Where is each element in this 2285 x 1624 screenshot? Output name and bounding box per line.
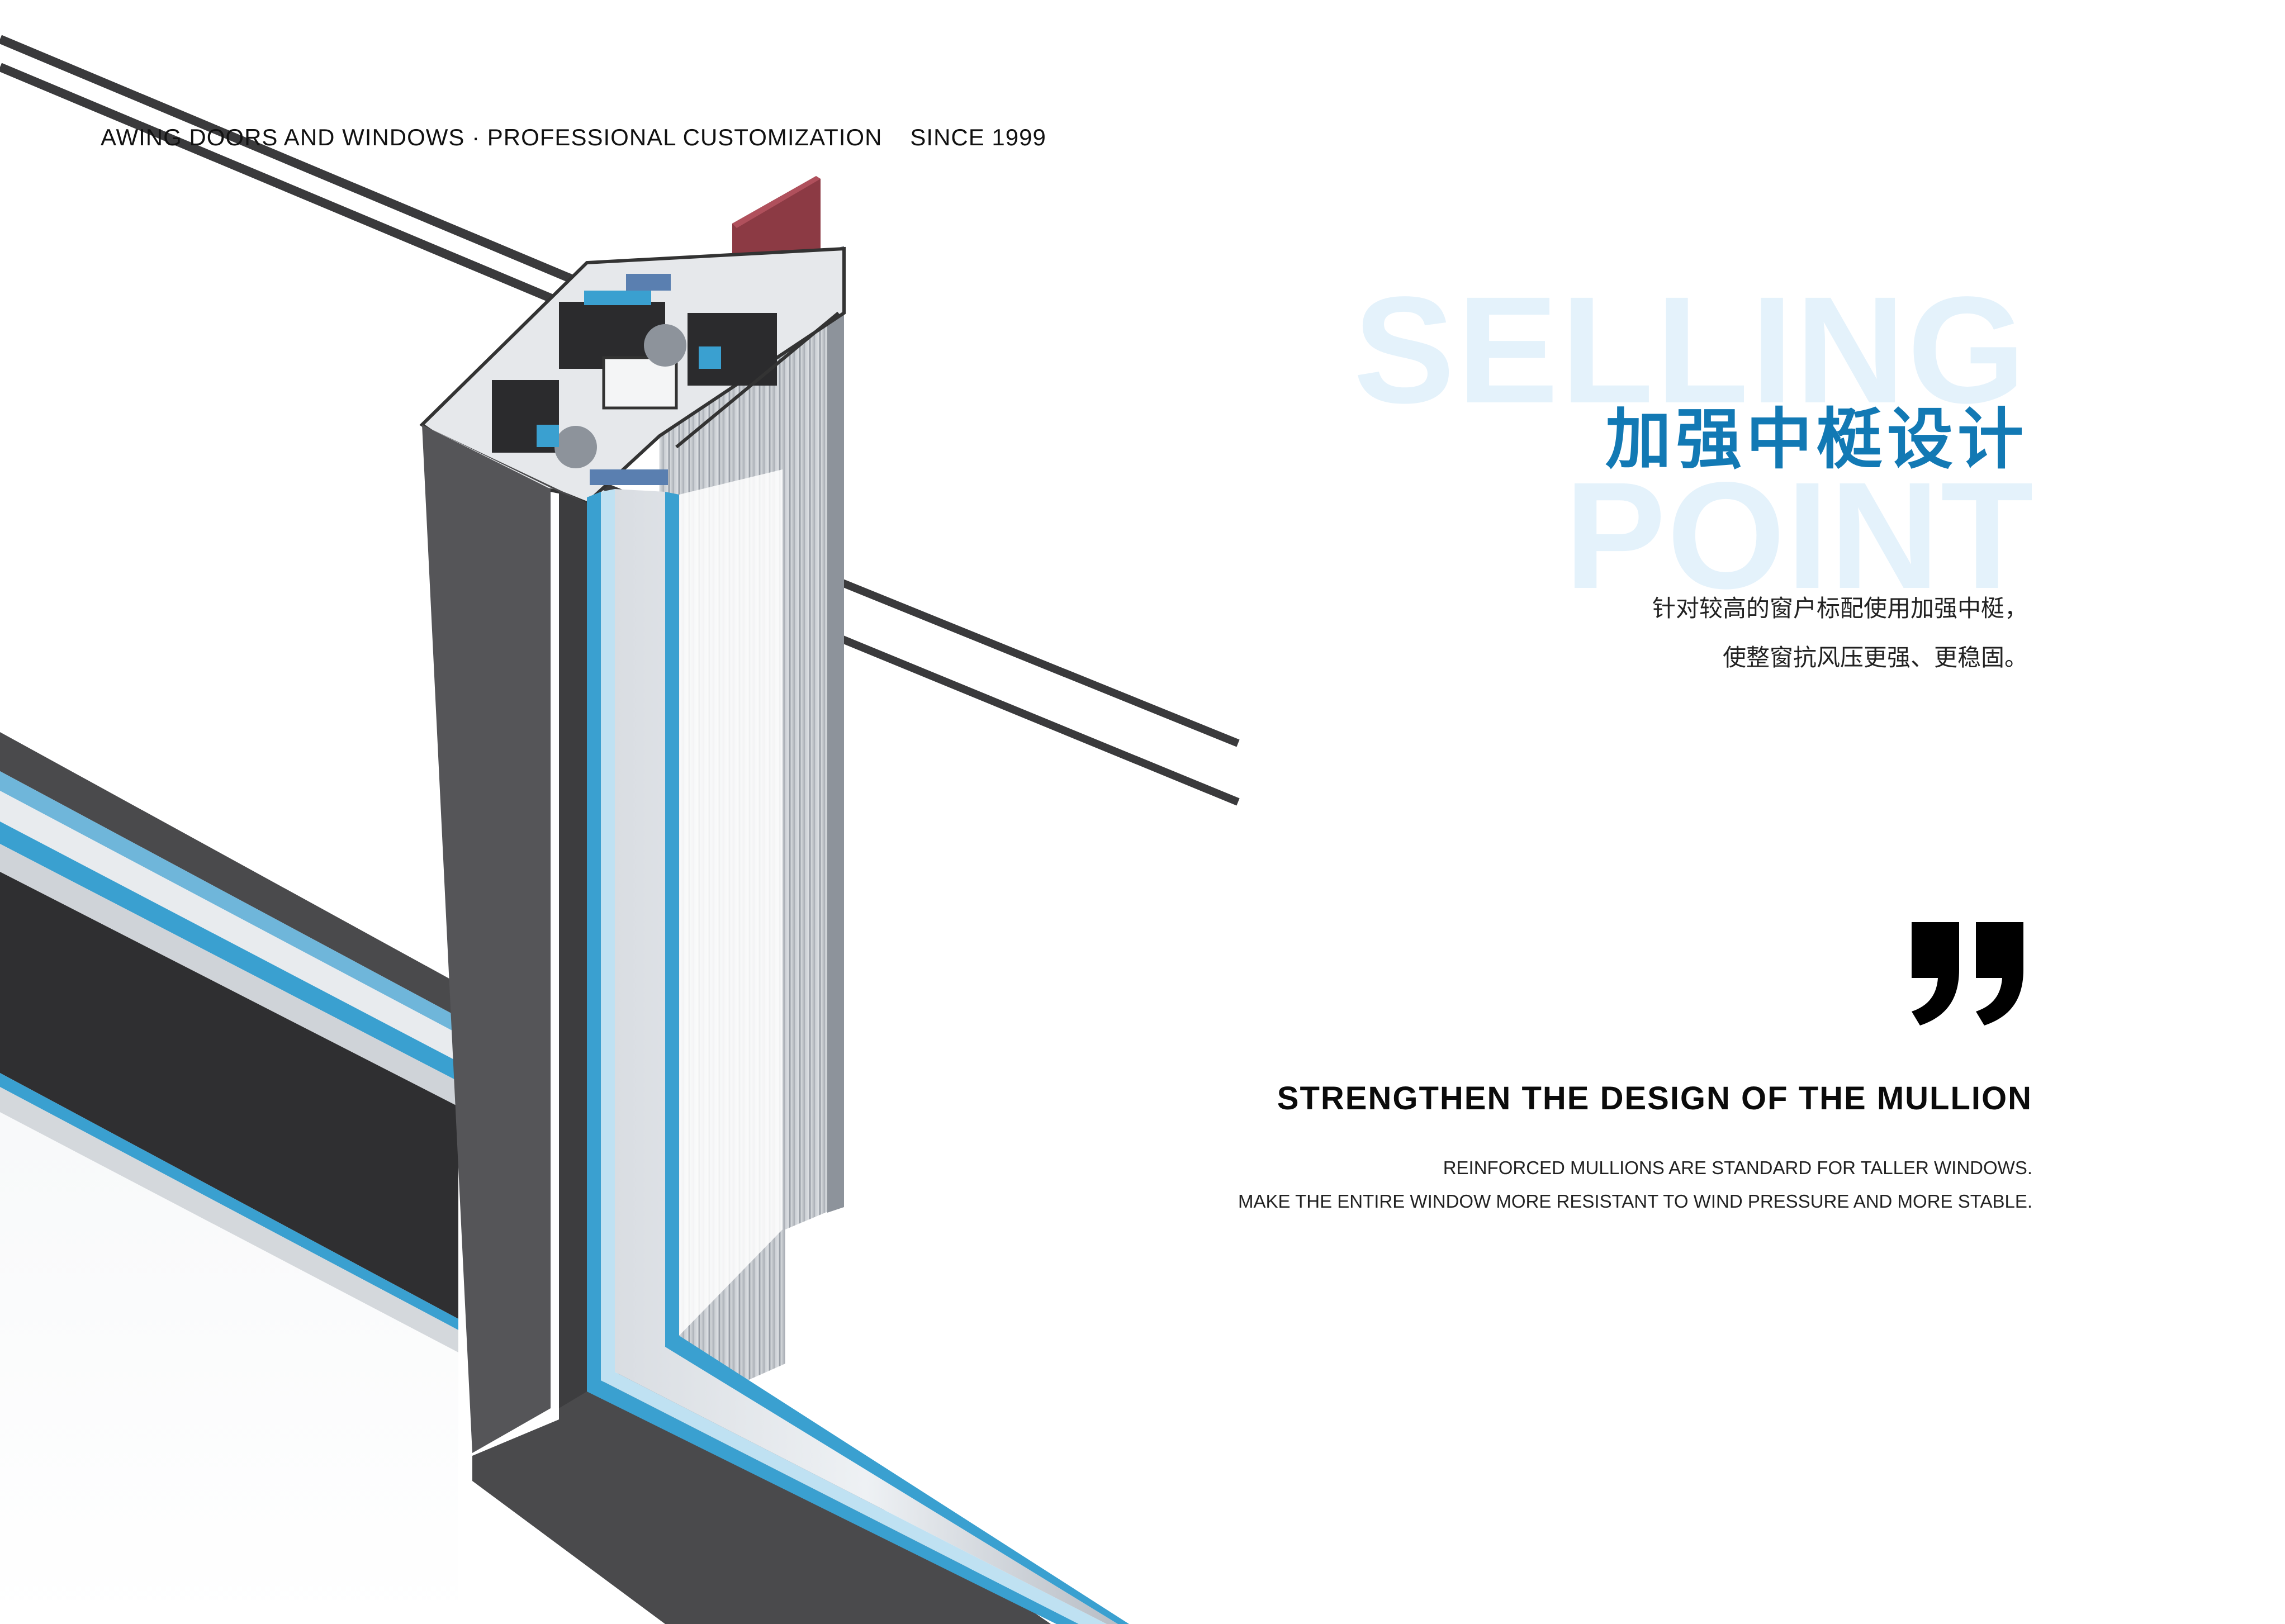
desc-en-line2: MAKE THE ENTIRE WINDOW MORE RESISTANT TO…	[1238, 1191, 2032, 1212]
feature-heading-en: STRENGTHEN THE DESIGN OF THE MULLION	[1277, 1080, 2032, 1117]
glass-pane	[587, 469, 1129, 1624]
watermark-point: POINT	[1564, 450, 2035, 620]
brand-tagline: AWING DOORS AND WINDOWS · PROFESSIONAL C…	[101, 124, 1046, 151]
profile-cross-section	[419, 246, 846, 505]
feature-description-cn: 针对较高的窗户标配使用加强中梃， 使整窗抗风压更强、更稳固。	[1652, 584, 2028, 682]
window-frame	[422, 425, 1051, 1624]
since-text: SINCE 1999	[910, 124, 1046, 150]
tagline-text: AWING DOORS AND WINDOWS · PROFESSIONAL C…	[101, 124, 883, 150]
feature-description-en: REINFORCED MULLIONS ARE STANDARD FOR TAL…	[1238, 1151, 2032, 1218]
desc-cn-line2: 使整窗抗风压更强、更稳固。	[1722, 644, 2028, 671]
desc-cn-line1: 针对较高的窗户标配使用加强中梃，	[1652, 595, 2028, 622]
desc-en-line1: REINFORCED MULLIONS ARE STANDARD FOR TAL…	[1443, 1157, 2032, 1178]
window-sill	[0, 732, 458, 1624]
mullion-illustration	[0, 35, 1240, 1624]
watermark-selling: SELLING	[1353, 265, 2028, 435]
feature-title-cn: 加强中梃设计	[1605, 401, 2028, 478]
quote-icon	[1912, 922, 2023, 1025]
